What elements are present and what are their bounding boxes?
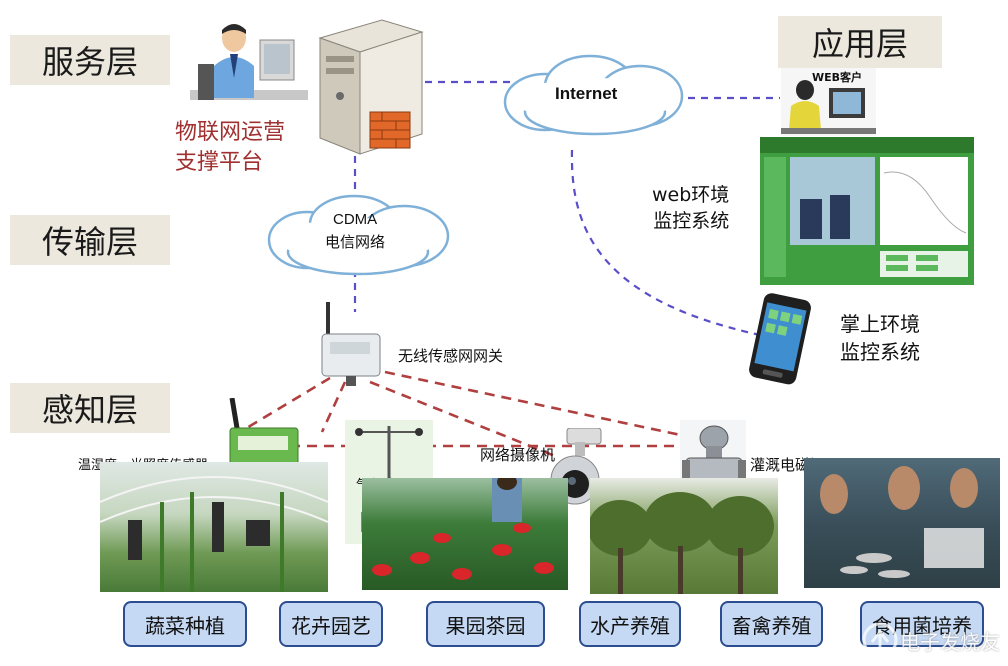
mobile-phone-icon — [749, 293, 811, 385]
camera-label: 网络摄像机 — [480, 446, 556, 464]
aquaculture-photo — [804, 458, 1000, 588]
layer-label-perception: 感知层 — [10, 383, 170, 433]
app-vegetable-button[interactable]: 蔬菜种植 — [123, 601, 247, 647]
flower-greenhouse-photo — [362, 478, 568, 590]
layer-label-service: 服务层 — [10, 35, 170, 85]
orchard-photo — [590, 478, 778, 594]
watermark-logo-icon — [862, 622, 898, 658]
gateway-sensor-link — [239, 376, 331, 434]
platform-label: 物联网运营 支撑平台 — [175, 120, 286, 175]
operator-person-icon — [190, 24, 308, 100]
cdma-cloud-icon — [267, 194, 450, 276]
gateway-weather-link — [320, 381, 347, 433]
web-system-label: web环境 监控系统 — [652, 184, 730, 232]
server-icon — [318, 19, 424, 155]
mobile-system-label: 掌上环境 监控系统 — [840, 312, 920, 364]
gateway-device-icon — [321, 302, 381, 386]
layer-label-application: 应用层 — [778, 16, 942, 68]
internet-cloud-icon — [503, 54, 684, 136]
app-orchard-button[interactable]: 果园茶园 — [426, 601, 545, 647]
web-monitor-screenshot — [760, 137, 974, 285]
app-livestock-button[interactable]: 畜禽养殖 — [720, 601, 823, 647]
web-client-label: WEB客户 — [812, 71, 863, 84]
internet-mobile-link — [570, 149, 761, 337]
cdma-label-line2: 电信网络 — [325, 233, 386, 251]
cdma-label-line1: CDMA — [333, 211, 378, 228]
internet-label: Internet — [555, 84, 618, 103]
vegetable-greenhouse-photo — [100, 462, 328, 592]
app-flower-button[interactable]: 花卉园艺 — [279, 601, 383, 647]
layer-label-transmission: 传输层 — [10, 215, 170, 265]
watermark-text: 电子发烧友 — [900, 630, 1000, 654]
gateway-label: 无线传感网网关 — [398, 347, 504, 365]
app-aquaculture-button[interactable]: 水产养殖 — [579, 601, 681, 647]
web-client-icon — [781, 68, 876, 136]
gateway-valve-link — [384, 370, 691, 439]
